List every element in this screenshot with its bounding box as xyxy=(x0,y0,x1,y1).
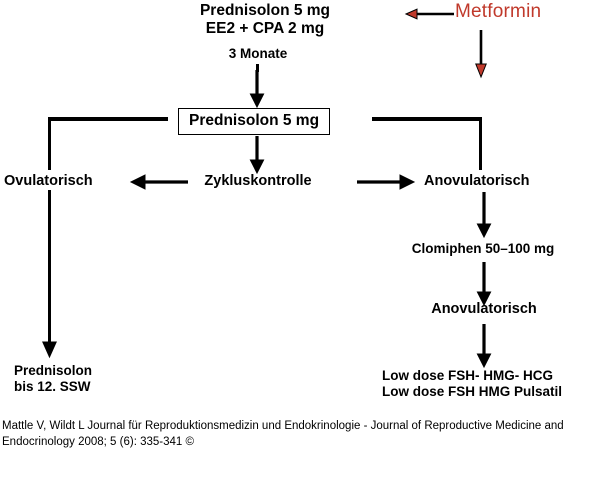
connector-bar-right xyxy=(372,117,482,121)
anovulatorisch-second-label: Anovulatorisch xyxy=(431,301,537,317)
arrow-to-anovulatorisch-icon xyxy=(357,174,416,190)
connector-drop-right xyxy=(479,117,482,170)
connector-bar-left xyxy=(48,117,168,121)
therapy-start-line-2: EE2 + CPA 2 mg xyxy=(205,20,325,38)
clomiphen-label: Clomiphen 50–100 mg xyxy=(411,241,555,256)
citation-line-2: Endocrinology 2008; 5 (6): 335-341 © xyxy=(2,436,194,449)
citation-line-1: Mattle V, Wildt L Journal für Reprodukti… xyxy=(2,420,564,432)
gonadotropin-line-2: Low dose FSH HMG Pulsatil xyxy=(382,383,563,399)
arrow-anovulatorisch-to-clomiphen-icon xyxy=(476,192,492,239)
arrow-anovulatorisch-to-gonadotropins-icon xyxy=(476,324,492,369)
metformin-down-arrow-icon xyxy=(475,30,487,79)
duration-label: 3 Monate xyxy=(228,46,288,61)
connector-duration-stub xyxy=(256,64,259,72)
prednisolon-ssw-line-1: Prednisolon xyxy=(14,363,93,378)
gonadotropin-line-1: Low dose FSH- HMG- HCG xyxy=(382,368,553,383)
arrow-ovulatorisch-to-prednisolon-ssw-icon xyxy=(42,190,57,359)
arrow-clomiphen-to-anovulatorisch-icon xyxy=(476,262,492,307)
therapy-start-line-1: Prednisolon 5 mg xyxy=(199,2,331,19)
gonadotropin-therapy-label: Low dose FSH- HMG- HCG Low dose FSH HMG … xyxy=(382,368,562,400)
prednisolon-box: Prednisolon 5 mg xyxy=(178,108,331,136)
prednisolon-ssw-label: Prednisolon bis 12. SSW xyxy=(14,363,92,395)
connector-drop-left xyxy=(48,117,51,170)
metformin-label: Metformin xyxy=(455,1,542,22)
metformin-left-arrow-icon xyxy=(404,8,454,20)
therapy-start-label: Prednisolon 5 mg EE2 + CPA 2 mg xyxy=(200,2,330,39)
anovulatorisch-first-label: Anovulatorisch xyxy=(424,173,530,189)
arrow-box-to-zykluskontrolle-icon xyxy=(249,136,265,175)
prednisolon-ssw-line-2: bis 12. SSW xyxy=(14,378,91,394)
zykluskontrolle-label: Zykluskontrolle xyxy=(204,173,312,189)
citation: Mattle V, Wildt L Journal für Reprodukti… xyxy=(2,418,598,451)
arrow-duration-to-box-icon xyxy=(249,70,265,109)
arrow-to-ovulatorisch-icon xyxy=(129,174,188,190)
ovulatorisch-label: Ovulatorisch xyxy=(4,173,93,189)
